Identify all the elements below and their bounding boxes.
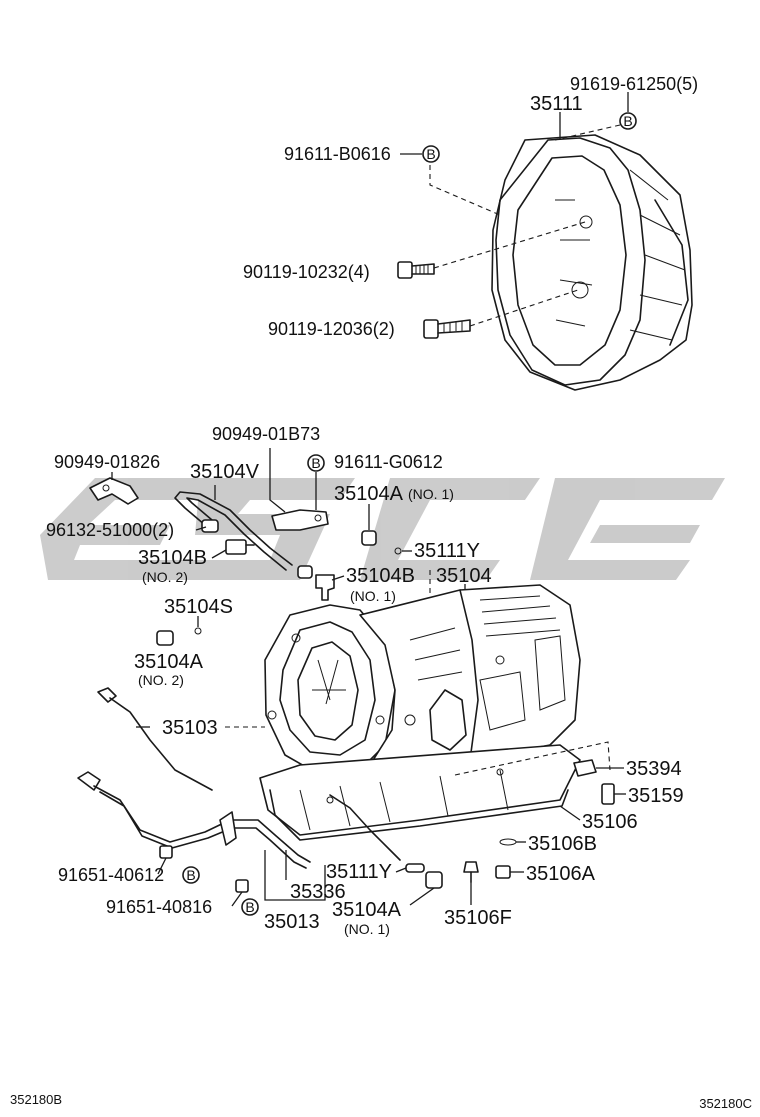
- label-35104b-no1-qual: (NO. 1): [350, 588, 396, 604]
- leader-91651-40816: [231, 891, 243, 907]
- label-35104v: 35104V: [190, 461, 260, 483]
- callout-b-2: B: [422, 145, 440, 163]
- union-35104a-no1-top: [361, 530, 377, 546]
- dipstick-35103: [97, 687, 213, 791]
- plug-35104a-no1-bottom: [425, 871, 443, 889]
- label-90949-01b73: 90949-01B73: [212, 424, 320, 444]
- leader-90949-01b73: [269, 448, 286, 513]
- oring-35111y-bottom: [405, 863, 425, 873]
- svg-text:B: B: [245, 899, 254, 915]
- hose-35104v-inner: [186, 497, 287, 571]
- sensor-90949-01b73: [271, 509, 329, 531]
- label-35336: 35336: [290, 881, 346, 903]
- leader-96132: [195, 526, 207, 531]
- label-90119-12036: 90119-12036(2): [268, 319, 395, 339]
- label-35111: 35111: [530, 93, 583, 115]
- label-35013: 35013: [264, 911, 320, 933]
- leader-35013: [264, 850, 326, 901]
- clamp-90949-01826: [89, 477, 139, 505]
- svg-text:B: B: [623, 113, 632, 129]
- leader-dash-12036: [469, 289, 579, 327]
- hose-35104v: [174, 491, 293, 566]
- label-35106b: 35106B: [528, 833, 597, 855]
- label-90949-01826: 90949-01826: [54, 452, 160, 472]
- bolt-90119-10232: [397, 261, 435, 279]
- label-35111y-top: 35111Y: [414, 540, 480, 562]
- union-35104b-no1: [315, 574, 335, 601]
- label-35103: 35103: [162, 717, 218, 739]
- label-91611-g0612: 91611-G0612: [334, 452, 443, 472]
- leader-dash-35394: [454, 741, 611, 776]
- union-35104b-no2: [225, 539, 255, 555]
- plug-35106f: [463, 861, 479, 883]
- label-35104: 35104: [436, 565, 492, 587]
- label-90119-10232: 90119-10232(4): [243, 262, 370, 282]
- hose-35336: [329, 794, 401, 861]
- label-91651-40816: 91651-40816: [106, 897, 212, 917]
- label-35104a-no1-bottom: 35104A: [332, 899, 402, 921]
- leader-35104b-no1: [331, 575, 345, 581]
- plug-35106a: [495, 865, 511, 879]
- label-91619-61250: 91619-61250(5): [570, 74, 698, 94]
- oring-35111y-top: [394, 547, 402, 555]
- label-91611-b0616: 91611-B0616: [284, 144, 391, 164]
- gasket-35106b: [499, 838, 517, 846]
- plug-35159: [601, 783, 615, 805]
- label-35104b-no2-qual: (NO. 2): [142, 569, 188, 585]
- callout-b-4: B: [182, 866, 200, 884]
- label-35104a-no1-bottom-qual: (NO. 1): [344, 921, 390, 937]
- leader-dash-91619: [554, 124, 621, 141]
- label-35106a: 35106A: [526, 863, 596, 885]
- label-35104a-no2: 35104A: [134, 651, 204, 673]
- filler-tube-35013: [77, 771, 311, 893]
- callout-b-5: B: [241, 898, 259, 916]
- label-35104a-no1-top-qual: (NO. 1): [408, 486, 454, 502]
- label-35159: 35159: [628, 785, 684, 807]
- label-96132-51000: 96132-51000(2): [46, 520, 174, 540]
- corner-code-left: 352180B: [10, 1092, 62, 1107]
- callout-b-1: B: [619, 112, 637, 130]
- label-35104b-no2: 35104B: [138, 547, 207, 569]
- svg-text:B: B: [311, 455, 320, 471]
- label-35394: 35394: [626, 758, 682, 780]
- sensor-35394: [573, 759, 597, 777]
- label-91651-40612: 91651-40612: [58, 865, 164, 885]
- leader-35104b-no2: [211, 549, 227, 559]
- plug-35104a-no2: [156, 630, 174, 646]
- svg-text:B: B: [426, 146, 435, 162]
- label-35106: 35106: [582, 811, 638, 833]
- watermark-logo: [40, 478, 725, 580]
- label-35104a-no2-qual: (NO. 2): [138, 672, 184, 688]
- callout-b-3: B: [307, 454, 325, 472]
- label-35104s: 35104S: [164, 596, 233, 618]
- transmission-assembly: [259, 584, 581, 841]
- corner-code-right: 352180C: [699, 1096, 752, 1111]
- leader-35104a-no1-bottom: [409, 887, 435, 906]
- label-35104a-no1-top: 35104A: [334, 483, 404, 505]
- leader-35111y-bottom: [395, 867, 407, 873]
- clip-96132-51000: [201, 519, 313, 579]
- label-35104b-no1: 35104B: [346, 565, 415, 587]
- label-35106f: 35106F: [444, 907, 512, 929]
- converter-housing: [491, 134, 693, 391]
- oring-35104s: [194, 627, 202, 635]
- label-35111y-bottom: 35111Y: [326, 861, 392, 883]
- svg-text:B: B: [186, 867, 195, 883]
- leader-dash-91611-b0616: [429, 165, 501, 216]
- bolt-90119-12036: [423, 319, 471, 339]
- leader-91651-40612: [157, 857, 167, 875]
- leader-35106: [559, 805, 581, 821]
